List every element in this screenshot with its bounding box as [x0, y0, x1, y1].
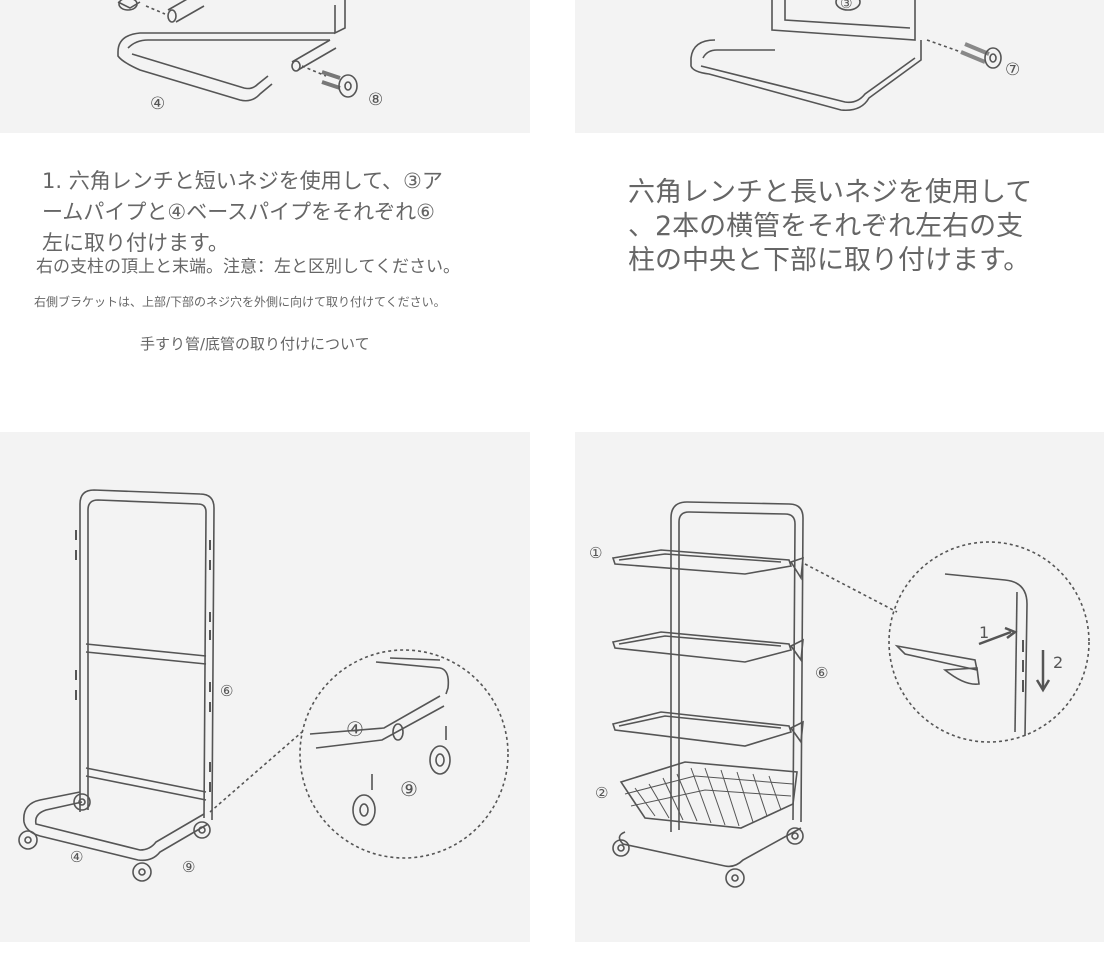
illustration-panel-top-right: ⑦ ③ [575, 0, 1104, 133]
step2-line: 柱の中央と下部に取り付けます。 [628, 245, 1031, 276]
step1-note: 右側ブラケットは、上部/下部のネジ穴を外側に向けて取り付けてください。 [34, 295, 446, 309]
illustration-panel-top-left: ④ ⑧ [0, 0, 530, 133]
step1-caption: 手すり管/底管の取り付けについて [140, 335, 370, 353]
part-label: ⑧ [368, 90, 383, 110]
step2-line: 、2本の横管をそれぞれ左右の支 [628, 211, 1024, 242]
part-label: ③ [840, 0, 853, 12]
part-label: ⑨ [400, 777, 418, 801]
step1-line: ームパイプと④ベースパイプをそれぞれ⑥ [42, 200, 435, 224]
step1-line: 1. 六角レンチと短いネジを使用して、③ア [42, 169, 443, 193]
arrow-step-label: 2 [1053, 653, 1063, 672]
arrow-step-label: 1 [979, 623, 989, 642]
step1-line: 左に取り付けます。 [42, 231, 229, 255]
part-label: ⑨ [182, 858, 195, 876]
illustration-panel-bottom-left: ⑥ ④ ⑨ ④ ⑨ [0, 432, 530, 942]
pipe-assembly-drawing: ⑦ ③ [690, 0, 1020, 112]
part-label: ⑥ [220, 682, 233, 700]
illustration-panel-bottom-right: ① ⑥ ② 1 2 [575, 432, 1104, 942]
part-label: ⑦ [1005, 60, 1020, 80]
part-label: ② [595, 784, 608, 802]
frame-with-casters-drawing: ⑥ ④ ⑨ ④ ⑨ [18, 489, 509, 882]
pipe-assembly-drawing: ④ ⑧ [117, 0, 383, 114]
part-label: ① [589, 544, 602, 562]
part-label: ④ [346, 717, 364, 741]
step1-instruction: 1. 六角レンチと短いネジを使用して、③ア ームパイプと④ベースパイプをそれぞれ… [42, 166, 443, 259]
shelf-cart-drawing: ① ⑥ ② 1 2 [589, 501, 1090, 888]
part-label: ④ [150, 94, 165, 114]
step1-subtext: 右の支柱の頂上と末端。注意：左と区別してください。 [36, 257, 460, 277]
part-label: ⑥ [815, 664, 828, 682]
step2-line: 六角レンチと長いネジを使用して [628, 177, 1033, 208]
part-label: ④ [70, 848, 83, 866]
step2-instruction: 六角レンチと長いネジを使用して 、2本の横管をそれぞれ左右の支 柱の中央と下部に… [628, 176, 1032, 278]
